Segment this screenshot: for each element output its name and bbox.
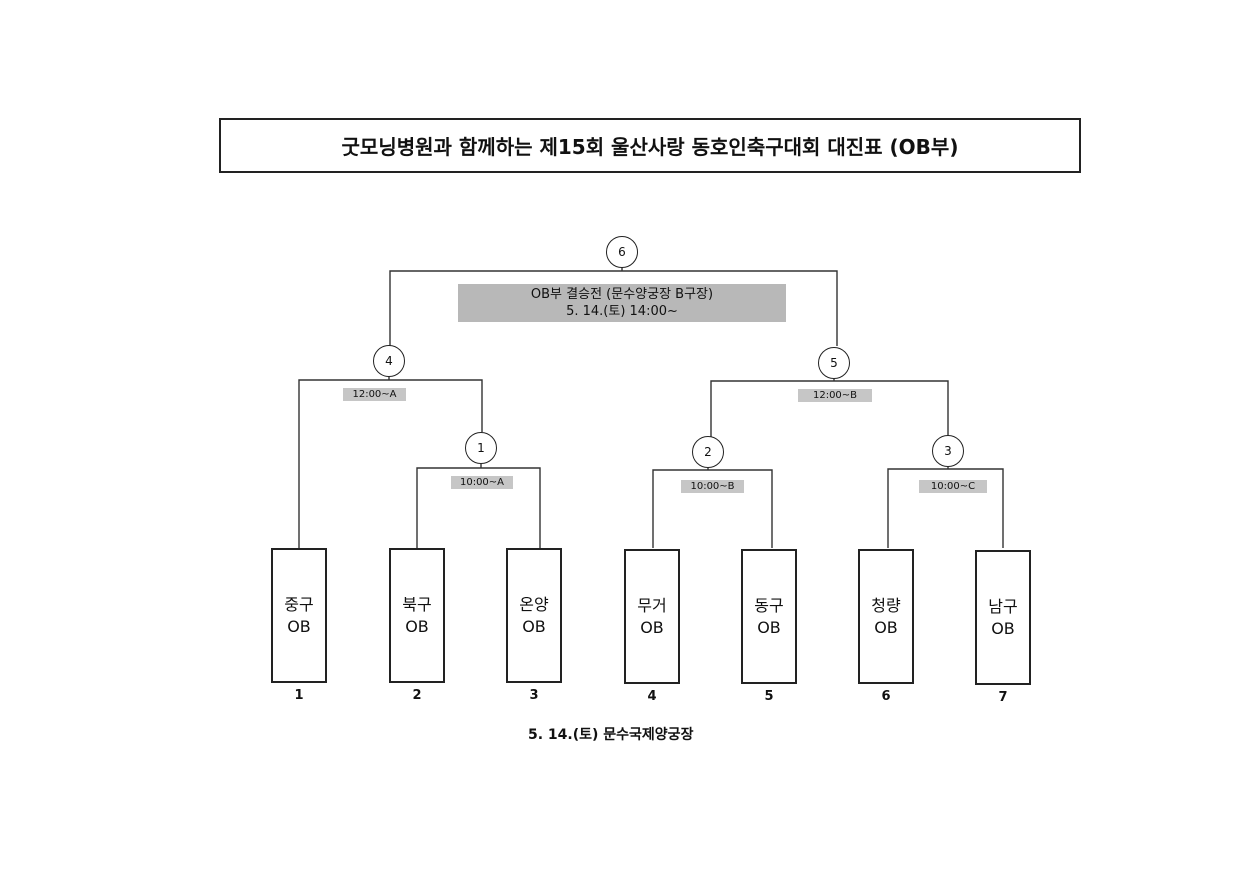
seed-number-4: 4 xyxy=(647,689,657,704)
match-1-time: 10:00~A xyxy=(451,476,513,489)
team-name: 동구 xyxy=(754,595,784,615)
team-division: OB xyxy=(640,617,664,637)
final-match-number: 6 xyxy=(606,236,638,268)
seed-number-6: 6 xyxy=(881,689,891,704)
team-box-1: 중구 OB xyxy=(271,548,327,683)
team-name: 중구 xyxy=(284,594,314,614)
match-3-number: 3 xyxy=(932,435,964,467)
final-banner-title: OB부 결승전 (문수양궁장 B구장) xyxy=(530,287,714,302)
final-banner: OB부 결승전 (문수양궁장 B구장) 5. 14.(토) 14:00~ xyxy=(458,284,786,322)
seed-number-5: 5 xyxy=(764,689,774,704)
team-name: 북구 xyxy=(402,594,432,614)
match-5-time: 12:00~B xyxy=(798,389,872,402)
team-division: OB xyxy=(874,617,898,637)
venue-footer: 5. 14.(토) 문수국제양궁장 xyxy=(528,727,694,743)
seed-number-7: 7 xyxy=(998,690,1008,705)
page-title: 굿모닝병원과 함께하는 제15회 울산사랑 동호인축구대회 대진표 (OB부) xyxy=(219,118,1081,173)
team-box-2: 북구 OB xyxy=(389,548,445,683)
match-2-time: 10:00~B xyxy=(681,480,744,493)
team-name: 무거 xyxy=(637,595,667,615)
team-division: OB xyxy=(991,618,1015,638)
match-1-bracket-line xyxy=(416,467,541,548)
final-banner-datetime: 5. 14.(토) 14:00~ xyxy=(566,304,678,319)
match-4-number: 4 xyxy=(373,345,405,377)
seed-number-1: 1 xyxy=(294,688,304,703)
team-division: OB xyxy=(522,616,546,636)
match-4-time: 12:00~A xyxy=(343,388,406,401)
final-bracket-line xyxy=(389,270,838,346)
team-name: 남구 xyxy=(988,596,1018,616)
team-name: 온양 xyxy=(519,594,549,614)
match-5-bracket-line xyxy=(710,380,949,438)
match-2-bracket-line xyxy=(652,469,773,548)
team-name: 청량 xyxy=(871,595,901,615)
match-3-time: 10:00~C xyxy=(919,480,987,493)
team-division: OB xyxy=(757,617,781,637)
match-3-bracket-line xyxy=(887,468,1004,548)
match-1-number: 1 xyxy=(465,432,497,464)
match-4-bracket-line xyxy=(298,379,483,548)
team-division: OB xyxy=(287,616,311,636)
team-box-5: 동구 OB xyxy=(741,549,797,684)
team-division: OB xyxy=(405,616,429,636)
team-box-3: 온양 OB xyxy=(506,548,562,683)
match-5-number: 5 xyxy=(818,347,850,379)
match-2-number: 2 xyxy=(692,436,724,468)
seed-number-2: 2 xyxy=(412,688,422,703)
seed-number-3: 3 xyxy=(529,688,539,703)
team-box-7: 남구 OB xyxy=(975,550,1031,685)
team-box-4: 무거 OB xyxy=(624,549,680,684)
team-box-6: 청량 OB xyxy=(858,549,914,684)
